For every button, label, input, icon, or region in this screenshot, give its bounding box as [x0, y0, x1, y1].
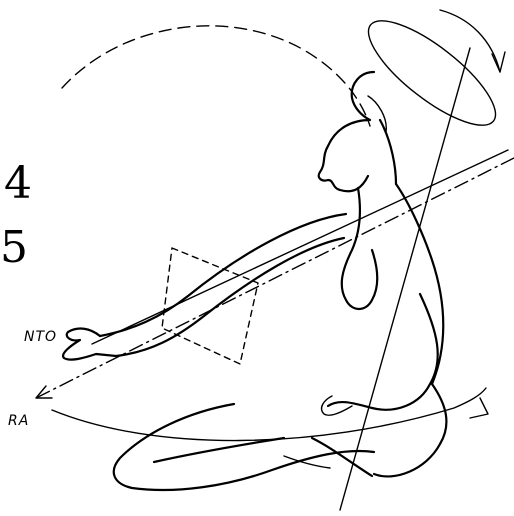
resting-hand — [322, 396, 352, 415]
top-right-arc — [440, 10, 500, 72]
torso-front-outline — [342, 188, 378, 309]
neck-back-line — [380, 120, 396, 184]
leg-crease-line — [154, 438, 284, 462]
front-leg-outline — [114, 404, 374, 490]
label-left-mid: 5 — [0, 226, 28, 270]
outstretched-arm-top — [100, 214, 346, 336]
label-side-bottom: RA — [8, 414, 29, 428]
foot-line — [312, 438, 372, 476]
vertical-body-axis — [340, 48, 470, 510]
arm-spine-axis — [36, 158, 514, 398]
hip-outline — [374, 384, 446, 476]
chest-reference-plane — [162, 248, 258, 364]
bottom-arc-arrowhead — [470, 398, 488, 418]
ankle-line — [284, 456, 330, 468]
axis-left-arrowhead — [36, 386, 52, 398]
resting-arm — [328, 294, 438, 410]
head-outline — [319, 72, 374, 191]
outstretched-arm-bottom — [116, 238, 344, 356]
dashed-rotation-circle — [62, 26, 370, 126]
label-left-top: 4 — [4, 162, 32, 206]
label-side-mid: NTO — [24, 330, 57, 344]
shoulder-guide-line — [92, 150, 508, 344]
head-rotation-ellipse — [355, 4, 510, 141]
outstretched-hand — [63, 329, 116, 360]
